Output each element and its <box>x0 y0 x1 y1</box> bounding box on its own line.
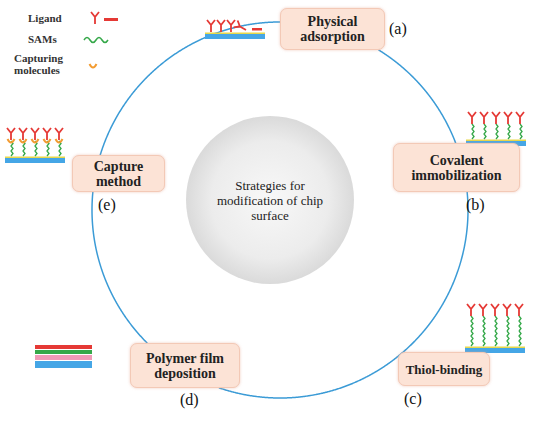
sam-symbol <box>495 316 497 331</box>
panel-letter: (b) <box>466 196 485 214</box>
ring-arc <box>378 50 455 144</box>
film-layer <box>35 350 92 354</box>
legend-samples <box>84 12 118 68</box>
ring-arc <box>219 341 415 398</box>
sam-symbol <box>484 124 486 139</box>
legend-entry: Capturing molecules <box>14 52 80 76</box>
sam-symbol <box>472 124 474 139</box>
legend-entry: SAMs <box>28 33 88 45</box>
ligand-symbol <box>91 12 99 24</box>
center-text: Strategies for modification of chip surf… <box>214 178 326 223</box>
strategy-box: Physical adsorption <box>280 8 385 50</box>
sam-symbol <box>483 331 485 346</box>
film-layer <box>35 361 92 368</box>
panel-letter: (a) <box>389 20 407 38</box>
box-text: Capture method <box>75 159 162 189</box>
panel-letter: (e) <box>98 196 116 214</box>
substrate <box>205 33 265 40</box>
legend-entry: Ligand <box>28 12 88 24</box>
sam-symbol <box>496 124 498 139</box>
sam-symbol <box>519 316 521 331</box>
sam-symbol <box>507 331 509 346</box>
strategy-box: Capture method <box>72 155 165 192</box>
center-circle: Strategies for modification of chip surf… <box>185 115 355 285</box>
ligand-symbol <box>19 128 27 140</box>
sam-symbol <box>520 124 522 139</box>
box-text: Physical adsorption <box>283 14 382 44</box>
strategy-box: Thiol-binding <box>398 352 490 386</box>
ligand-bar <box>104 18 118 21</box>
sam-symbol <box>508 124 510 139</box>
ligand-symbol <box>504 112 512 124</box>
ring-arc <box>92 192 147 344</box>
ligand-symbol <box>207 20 215 32</box>
thiol-illustration <box>465 304 525 353</box>
ring-arc <box>415 192 468 341</box>
ligand-symbol <box>492 112 500 124</box>
ligand-symbol <box>515 304 523 316</box>
sam-symbol <box>84 38 108 43</box>
sam-symbol <box>471 331 473 346</box>
strategy-box: Polymer film deposition <box>130 343 240 388</box>
ligand-symbol <box>227 20 235 32</box>
ligand-symbol <box>467 304 475 316</box>
ligand-symbol <box>479 304 487 316</box>
ligand-symbol <box>31 128 39 140</box>
ligand-symbol <box>55 128 63 140</box>
circle-fill <box>186 116 354 284</box>
capture-symbol <box>90 64 97 68</box>
strategy-box: Covalent immobilization <box>393 143 520 192</box>
sam-symbol <box>483 316 485 331</box>
legend-text: SAMs <box>28 33 57 45</box>
ligand-bar <box>252 28 262 31</box>
ligand-symbol <box>468 112 476 124</box>
ligand-symbol <box>480 112 488 124</box>
polymer-illustration <box>35 345 92 368</box>
sam-symbol <box>507 316 509 331</box>
ligand-symbol <box>234 21 248 34</box>
ligand-symbol <box>503 304 511 316</box>
box-text: Thiol-binding <box>406 362 483 377</box>
ligand-symbol <box>43 128 51 140</box>
legend-text: Ligand <box>28 12 62 24</box>
sam-symbol <box>519 331 521 346</box>
panel-letter: (d) <box>180 391 199 409</box>
covalent-illustration <box>466 112 526 146</box>
sam-symbol <box>495 331 497 346</box>
film-layer <box>35 345 92 349</box>
film-layer <box>35 355 92 360</box>
ligand-symbol <box>491 304 499 316</box>
ligand-symbol <box>7 128 15 140</box>
capture-illustration <box>5 128 65 163</box>
ligand-symbol <box>516 112 524 124</box>
substrate <box>5 157 65 164</box>
panel-letter: (c) <box>404 390 422 408</box>
box-text: Covalent immobilization <box>396 153 517 183</box>
legend-text: Capturing molecules <box>14 52 63 76</box>
box-text: Polymer film deposition <box>133 351 237 381</box>
sam-symbol <box>471 316 473 331</box>
